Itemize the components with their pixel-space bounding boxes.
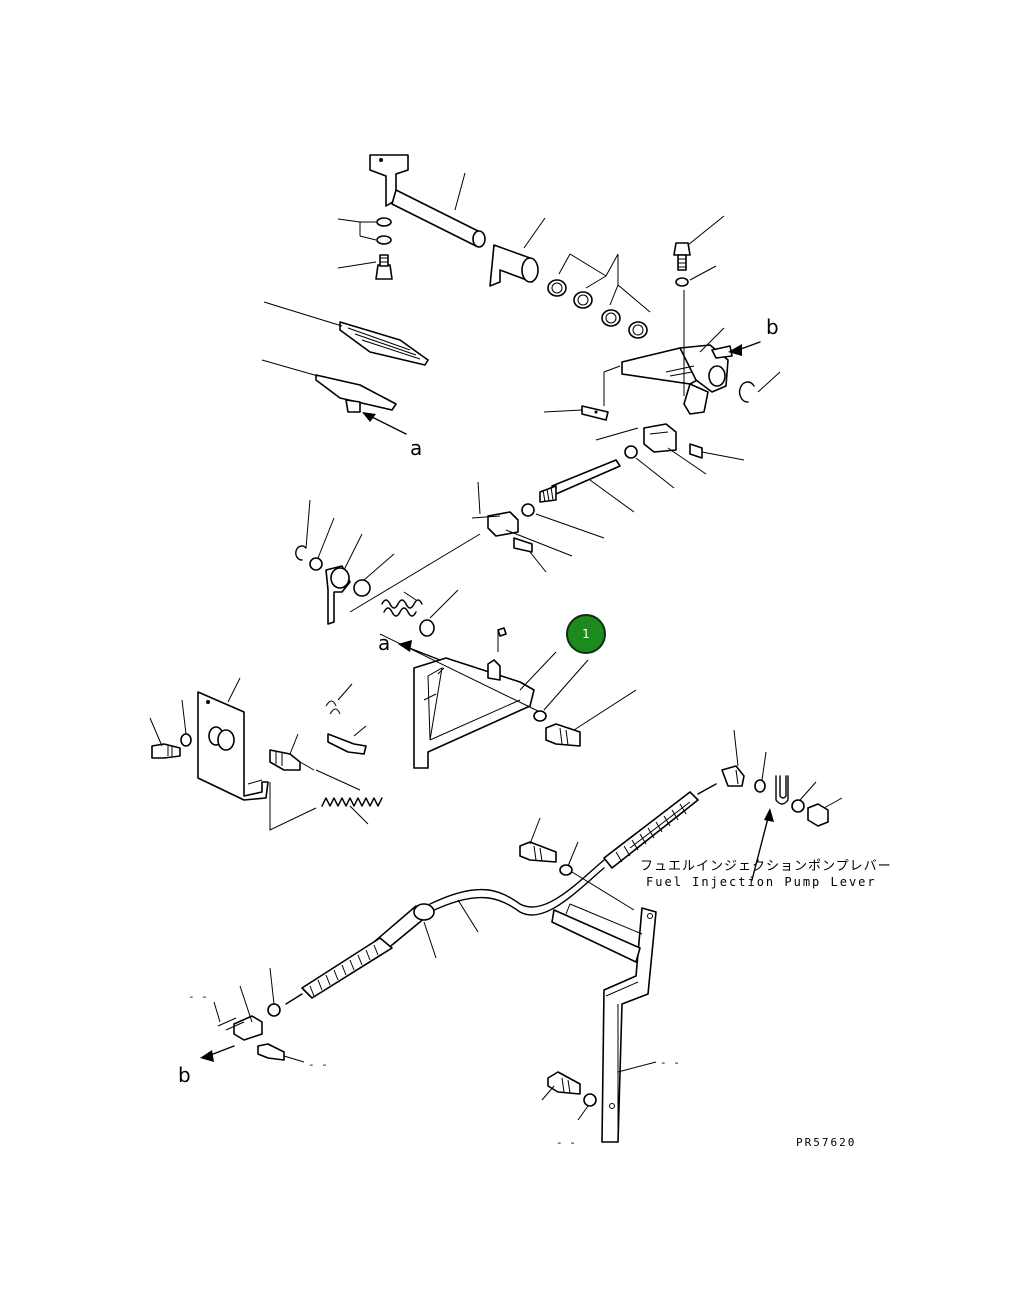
return-spring-lower [269,761,383,831]
cable-bracket [551,871,657,1143]
clevis-right [595,423,745,489]
pedal-pad-lower [261,359,407,435]
reference-label-b-left: b [178,1063,191,1087]
bolt-bracket-upper [519,817,579,876]
bushing-set [547,253,651,339]
part-placeholder-left-lower: - - [308,1058,328,1071]
washer-stack [337,217,392,245]
shaft-bushing [489,217,546,287]
bolt-bracket-lower [541,1071,597,1121]
right-lever-upper [621,290,761,415]
pedal-shaft [369,154,486,248]
cable-end-right [721,729,843,881]
part-placeholder-bottom: - - [556,1136,576,1149]
reference-label-a-top: a [410,436,422,460]
threaded-rod [539,459,635,513]
stopper-bolt [269,733,301,771]
bolt-base-left [149,699,192,759]
base-bracket [197,677,269,801]
part-placeholder-left-upper: - - [188,990,208,1003]
caption-english: Fuel Injection Pump Lever [646,875,877,889]
snap-ring [738,371,781,403]
reference-label-a-middle: a [378,631,390,655]
part-placeholder-bracket: - - [660,1056,680,1069]
pedal-pad-upper [263,301,429,366]
spring-pin [325,683,367,755]
hex-bolt-top-left [337,254,393,280]
part-callout-marker[interactable]: 1 [566,614,606,654]
caption-japanese: フュエルインジェクションポンプレバー [640,859,892,874]
hex-bolt-mid [533,659,637,747]
small-bracket [543,365,621,421]
reference-label-b-right: b [766,315,779,339]
pedal-arm-left [295,499,395,625]
drawing-code: PR57620 [796,1136,856,1149]
hex-bolt-top-right [673,215,725,287]
callout-number: 1 [582,627,590,641]
throttle-cable [285,783,717,1005]
cable-end-left [200,967,305,1063]
clevis-middle [349,481,605,613]
pedal-arm-lower [379,627,557,769]
return-spring-upper [381,589,459,637]
